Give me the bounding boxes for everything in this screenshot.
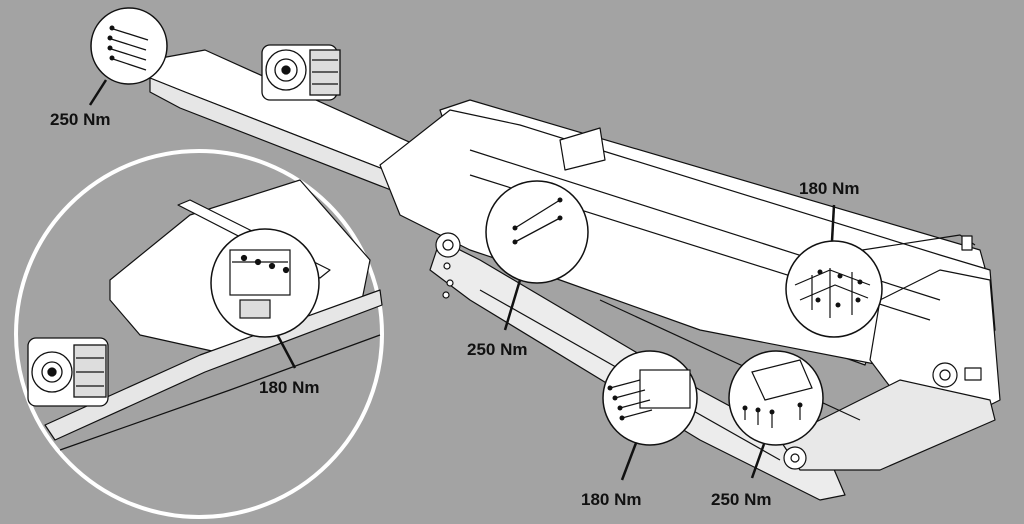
loose-bolt-3: [442, 291, 450, 299]
hub-right-inner: [939, 369, 951, 381]
mount-block-2: [961, 235, 973, 251]
callout-center-leader: [503, 279, 522, 331]
callout-bottom-right: 250 Nm: [711, 350, 824, 509]
gearbox-top: [261, 44, 341, 101]
inset-beam: [44, 289, 383, 441]
callout-center: 250 Nm: [467, 180, 589, 359]
inset-lower-line: [59, 334, 381, 451]
hub-bottom-inner: [790, 453, 800, 463]
callout-right: 180 Nm: [785, 179, 883, 338]
callout-bottom-right-leader: [750, 443, 766, 479]
torque-label-right: 180 Nm: [799, 179, 859, 198]
callout-right-leader: [830, 204, 836, 242]
inset-gearbox: [27, 337, 109, 407]
loose-bolt-1: [443, 262, 451, 270]
inset-callout: [210, 228, 320, 338]
callout-bottom-left: 180 Nm: [581, 350, 698, 509]
inset-view: 180 Nm: [14, 149, 384, 519]
inset-torque-label: 180 Nm: [259, 378, 319, 397]
rear-crossmember: [779, 379, 996, 471]
mount-block-1: [964, 367, 982, 381]
front-bracket: [559, 127, 606, 171]
inset-leader: [276, 335, 297, 369]
torque-label-bottom-left: 180 Nm: [581, 490, 641, 509]
torque-label-bottom-right: 250 Nm: [711, 490, 771, 509]
torque-label-center: 250 Nm: [467, 340, 527, 359]
callout-top-left: 250 Nm: [50, 7, 168, 129]
callout-bottom-left-leader: [620, 442, 638, 481]
callout-top-left-leader: [88, 79, 108, 106]
loose-bolt-2: [446, 279, 454, 287]
hub-left-inner: [442, 239, 454, 251]
torque-label-top-left: 250 Nm: [50, 110, 110, 129]
